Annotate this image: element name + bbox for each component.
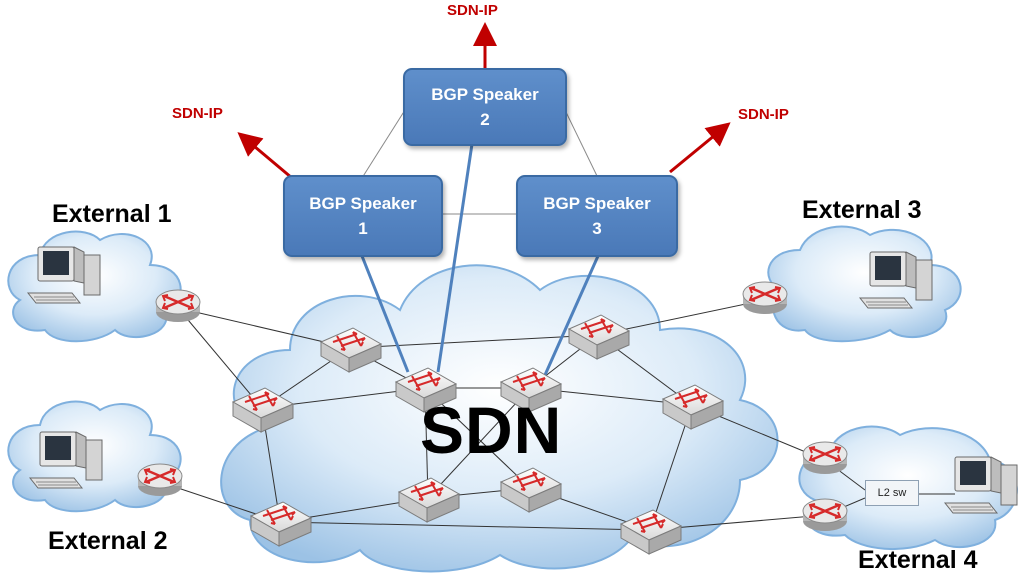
bgp-uplinks — [360, 143, 600, 376]
router-external-4a[interactable] — [801, 440, 849, 476]
sdn-ip-arrows — [237, 22, 731, 180]
bgp-speaker-1[interactable]: BGP Speaker 1 — [283, 175, 443, 257]
external-2-label: External 2 — [48, 527, 168, 555]
router-external-2[interactable] — [136, 462, 184, 498]
sdn-ip-label-left: SDN-IP — [172, 105, 223, 122]
sdn-ip-label-top: SDN-IP — [447, 2, 498, 19]
host-external-3-pc-icon[interactable] — [859, 251, 933, 309]
bgp-speaker-2-line2: 2 — [480, 110, 490, 129]
router-external-1[interactable] — [154, 288, 202, 324]
router-external-3[interactable] — [741, 280, 789, 316]
sdn-ip-label-right: SDN-IP — [738, 106, 789, 123]
bgp-speaker-1-line1: BGP Speaker — [309, 194, 417, 213]
l2-switch-box[interactable]: L2 sw — [865, 480, 919, 506]
host-external-1-pc-icon[interactable] — [27, 246, 101, 304]
bgp-speaker-3-line2: 3 — [592, 219, 602, 238]
router-external-4b[interactable] — [801, 497, 849, 533]
host-external-2-pc-icon[interactable] — [29, 431, 103, 489]
external-1-label: External 1 — [52, 200, 172, 228]
bgp-speaker-3-line1: BGP Speaker — [543, 194, 651, 213]
bgp-speaker-1-line2: 1 — [358, 219, 368, 238]
host-external-4-pc-icon[interactable] — [944, 456, 1018, 514]
bgp-speaker-2-line1: BGP Speaker — [431, 85, 539, 104]
sdn-label: SDN — [420, 393, 563, 467]
bgp-mesh-links — [361, 109, 599, 215]
external-3-label: External 3 — [802, 196, 922, 224]
bgp-speaker-2[interactable]: BGP Speaker 2 — [403, 68, 567, 146]
bgp-speaker-3[interactable]: BGP Speaker 3 — [516, 175, 678, 257]
external-4-label: External 4 — [858, 546, 978, 574]
